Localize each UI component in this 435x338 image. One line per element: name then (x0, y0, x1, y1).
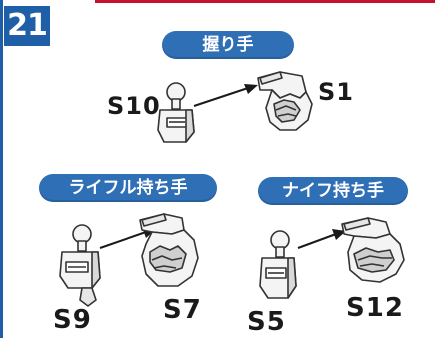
page-border-top (95, 0, 435, 3)
step-number-badge: 21 (4, 6, 50, 46)
grip-hand-title: 握り手 (162, 31, 294, 59)
wrist-joint-s9-illustration (59, 224, 101, 307)
part-label-s1: S1 (318, 78, 354, 106)
part-label-s10: S10 (107, 92, 161, 120)
rifle-hand-s7-illustration (139, 213, 199, 287)
knife-hand-title: ナイフ持ち手 (258, 177, 408, 205)
arrow-s10-to-s1 (193, 84, 258, 107)
part-label-s9: S9 (53, 305, 92, 335)
page-border-left (0, 0, 3, 338)
rifle-hand-title: ライフル持ち手 (39, 174, 217, 202)
arrow-s5-to-s12 (297, 229, 346, 249)
part-label-s5: S5 (247, 307, 286, 337)
part-label-s12: S12 (346, 293, 404, 323)
knife-hand-s12-illustration (341, 217, 405, 283)
wrist-joint-s10-illustration (157, 82, 195, 143)
wrist-joint-s5-illustration (259, 230, 297, 299)
grip-hand-s1-illustration (257, 71, 313, 131)
part-label-s7: S7 (163, 295, 202, 325)
